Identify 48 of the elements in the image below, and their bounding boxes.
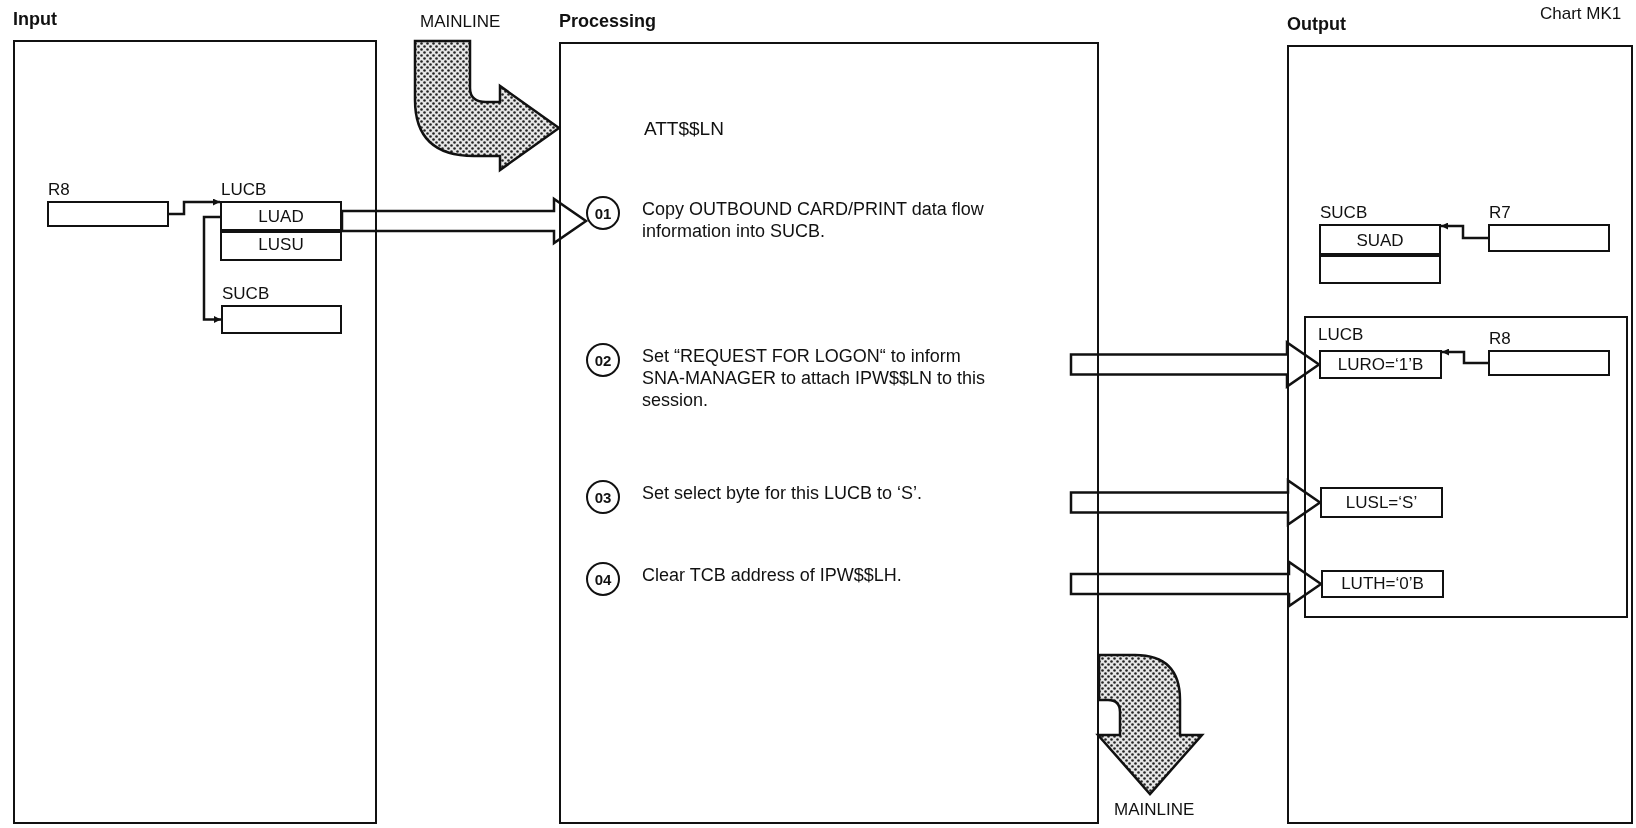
field-label: R8 (48, 181, 70, 199)
data-field: LUSL=‘S’ (1320, 487, 1443, 518)
panel (559, 12, 1099, 824)
register-field (220, 181, 342, 261)
data-field: LURO=‘1’B (1319, 350, 1442, 379)
data-flow-arrow (1069, 478, 1323, 527)
panel-heading: Output (1287, 15, 1346, 33)
field-row: LUSU (220, 229, 342, 261)
register-field (1488, 330, 1610, 376)
step-text: Set select byte for this LUCB to ‘S’. (642, 482, 924, 504)
pointer-arrow (202, 215, 221, 323)
field-row: SUAD (1319, 224, 1441, 257)
pointer-arrow (1442, 348, 1488, 365)
step-number: 04 (586, 562, 620, 596)
group-heading: LUCB (1318, 326, 1364, 344)
register-field (1488, 204, 1610, 252)
register-field (47, 181, 169, 227)
data-field: LUTH=‘0’B (1321, 570, 1444, 598)
step-text: Copy OUTBOUND CARD/PRINT data flow information into SUCB. (642, 198, 985, 242)
step-number: 03 (586, 480, 620, 514)
data-flow-arrow (1069, 559, 1324, 609)
edge-label: MAINLINE (420, 12, 501, 32)
pointer-arrow (1441, 222, 1488, 240)
register-field (221, 285, 342, 334)
empty-field-row (1319, 253, 1441, 284)
field-label: SUCB (1320, 204, 1368, 222)
step-number: 02 (586, 343, 620, 377)
panel (13, 10, 377, 824)
step-text: Clear TCB address of IPW$$LH. (642, 564, 903, 586)
field-label: LUCB (221, 181, 267, 199)
routine-name: ATT$$LN (644, 118, 724, 140)
panel-heading: Processing (559, 12, 657, 30)
step-text: Set “REQUEST FOR LOGON“ to inform SNA-MANAGER to attach IPW$$LN to this session. (642, 345, 987, 411)
register-field (1319, 204, 1441, 284)
panel-heading: Input (13, 10, 57, 28)
field-label: R7 (1489, 204, 1511, 222)
field-row: LUAD (220, 201, 342, 233)
mainline-arrow (413, 39, 561, 172)
pointer-arrow (169, 198, 220, 216)
data-flow-arrow (340, 196, 589, 246)
chart-number: Chart MK1 (1540, 4, 1622, 24)
edge-label: MAINLINE (1114, 800, 1195, 820)
field-label: SUCB (222, 285, 270, 303)
mainline-arrow (1096, 653, 1204, 796)
data-flow-arrow (1069, 340, 1322, 389)
control-block-group (1304, 316, 1628, 618)
step-number: 01 (586, 196, 620, 230)
field-label: R8 (1489, 330, 1511, 348)
